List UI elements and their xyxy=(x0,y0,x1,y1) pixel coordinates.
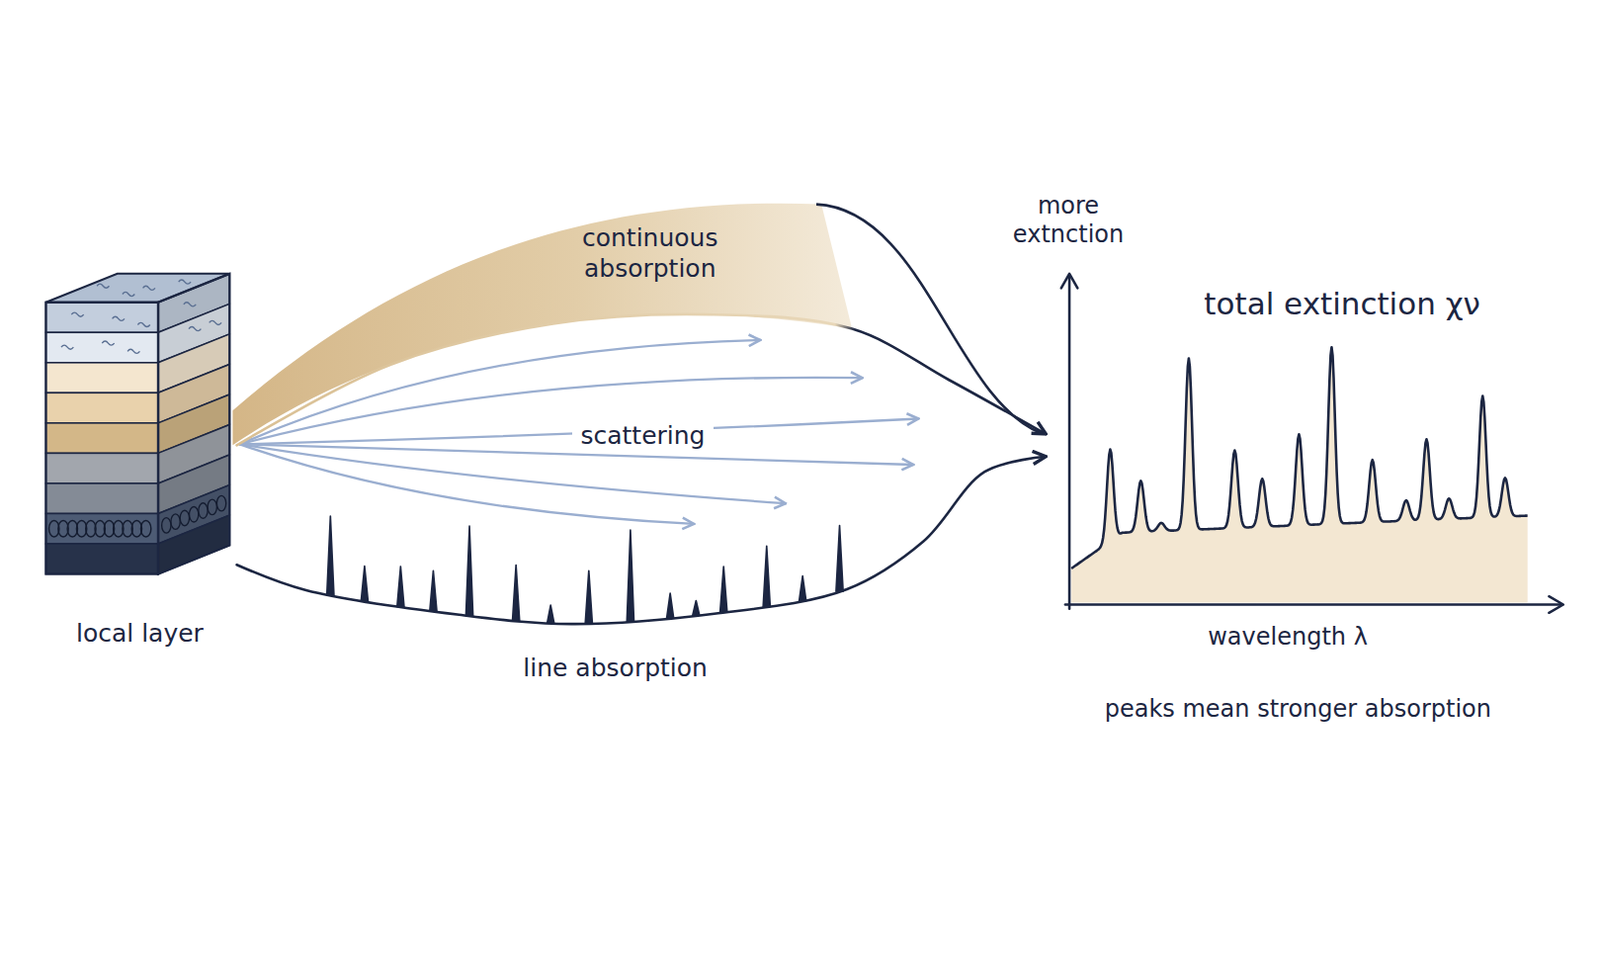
edge-label: continuous absorption xyxy=(541,222,759,285)
spectrum-area xyxy=(1071,346,1528,602)
axis-label: wavelength λ xyxy=(1207,622,1368,652)
edge-group xyxy=(237,314,1047,624)
texture-squiggle xyxy=(143,285,156,290)
flow-label: scattering xyxy=(572,421,713,451)
texture-squiggle xyxy=(209,320,222,325)
absorption-line xyxy=(799,576,807,602)
coil-loop xyxy=(198,503,208,518)
coil-loop xyxy=(189,506,199,522)
absorption-line xyxy=(397,566,405,607)
texture-squiggle xyxy=(127,348,140,353)
absorption-line xyxy=(360,566,368,602)
spectrum-line xyxy=(1071,346,1528,569)
absorption-line xyxy=(667,592,674,619)
coil-loop xyxy=(216,495,226,510)
texture-squiggle xyxy=(183,302,196,307)
coil-loop xyxy=(207,499,217,514)
layer-stack xyxy=(45,273,230,575)
layer-front xyxy=(45,302,159,334)
stack-outline xyxy=(45,302,159,575)
chart-axes xyxy=(1061,273,1564,613)
absorption-line xyxy=(327,515,335,596)
absorption-line xyxy=(762,545,770,607)
spectrum xyxy=(1071,346,1528,602)
scatter-arrow xyxy=(240,443,786,504)
coil-loop xyxy=(162,517,171,533)
layer-front xyxy=(45,362,159,394)
absorption-line xyxy=(465,525,473,616)
texture-squiggle xyxy=(178,279,191,284)
layer-side xyxy=(158,514,230,574)
absorption-line xyxy=(429,570,437,611)
layer-front xyxy=(45,422,159,454)
absorption-line xyxy=(512,564,520,621)
texture-squiggle xyxy=(101,340,114,345)
scatter-arrow xyxy=(240,443,694,524)
chart-note: peaks mean stronger absorption xyxy=(1104,694,1492,724)
absorption-flow xyxy=(237,456,1047,624)
layer-front xyxy=(45,392,159,423)
y-axis xyxy=(1068,275,1072,609)
texture-squiggle xyxy=(96,283,109,288)
texture-squiggle xyxy=(122,291,135,296)
node-caption: local layer xyxy=(76,618,204,649)
coil-loop xyxy=(140,519,151,537)
absorption-line xyxy=(720,566,728,612)
absorption-lines xyxy=(327,515,843,624)
stack-outline xyxy=(158,273,230,575)
layer-front xyxy=(45,483,159,514)
band-tail xyxy=(816,204,1041,433)
layer-front xyxy=(45,512,159,544)
coil-loop xyxy=(179,509,189,525)
chart-title: total extinction χν xyxy=(1203,285,1481,323)
absorption-line xyxy=(547,604,555,624)
absorption-line xyxy=(836,525,843,592)
scatter-arrows xyxy=(240,339,920,524)
absorption-line xyxy=(626,529,634,622)
layer-block: local layer xyxy=(40,262,237,664)
texture-squiggle xyxy=(137,322,150,327)
texture-squiggle xyxy=(112,316,125,321)
absorption-line xyxy=(585,570,592,624)
texture-squiggle xyxy=(188,327,201,332)
extinction-chart: more extnctiontotal extinction χνwavelen… xyxy=(1045,188,1577,735)
edge-label: line absorption xyxy=(522,653,708,683)
axis-label: more extnction xyxy=(994,191,1143,250)
layer-front xyxy=(45,543,159,575)
texture-squiggle xyxy=(61,344,74,349)
axis-arrowhead xyxy=(1548,595,1563,613)
layer-front xyxy=(45,452,159,484)
axis-arrowhead xyxy=(1061,273,1079,288)
layer-front xyxy=(45,332,159,363)
coil-loop xyxy=(170,513,180,529)
x-axis xyxy=(1065,602,1562,606)
layer-top xyxy=(45,273,230,303)
texture-squiggle xyxy=(71,312,84,317)
absorption-line xyxy=(692,600,700,616)
